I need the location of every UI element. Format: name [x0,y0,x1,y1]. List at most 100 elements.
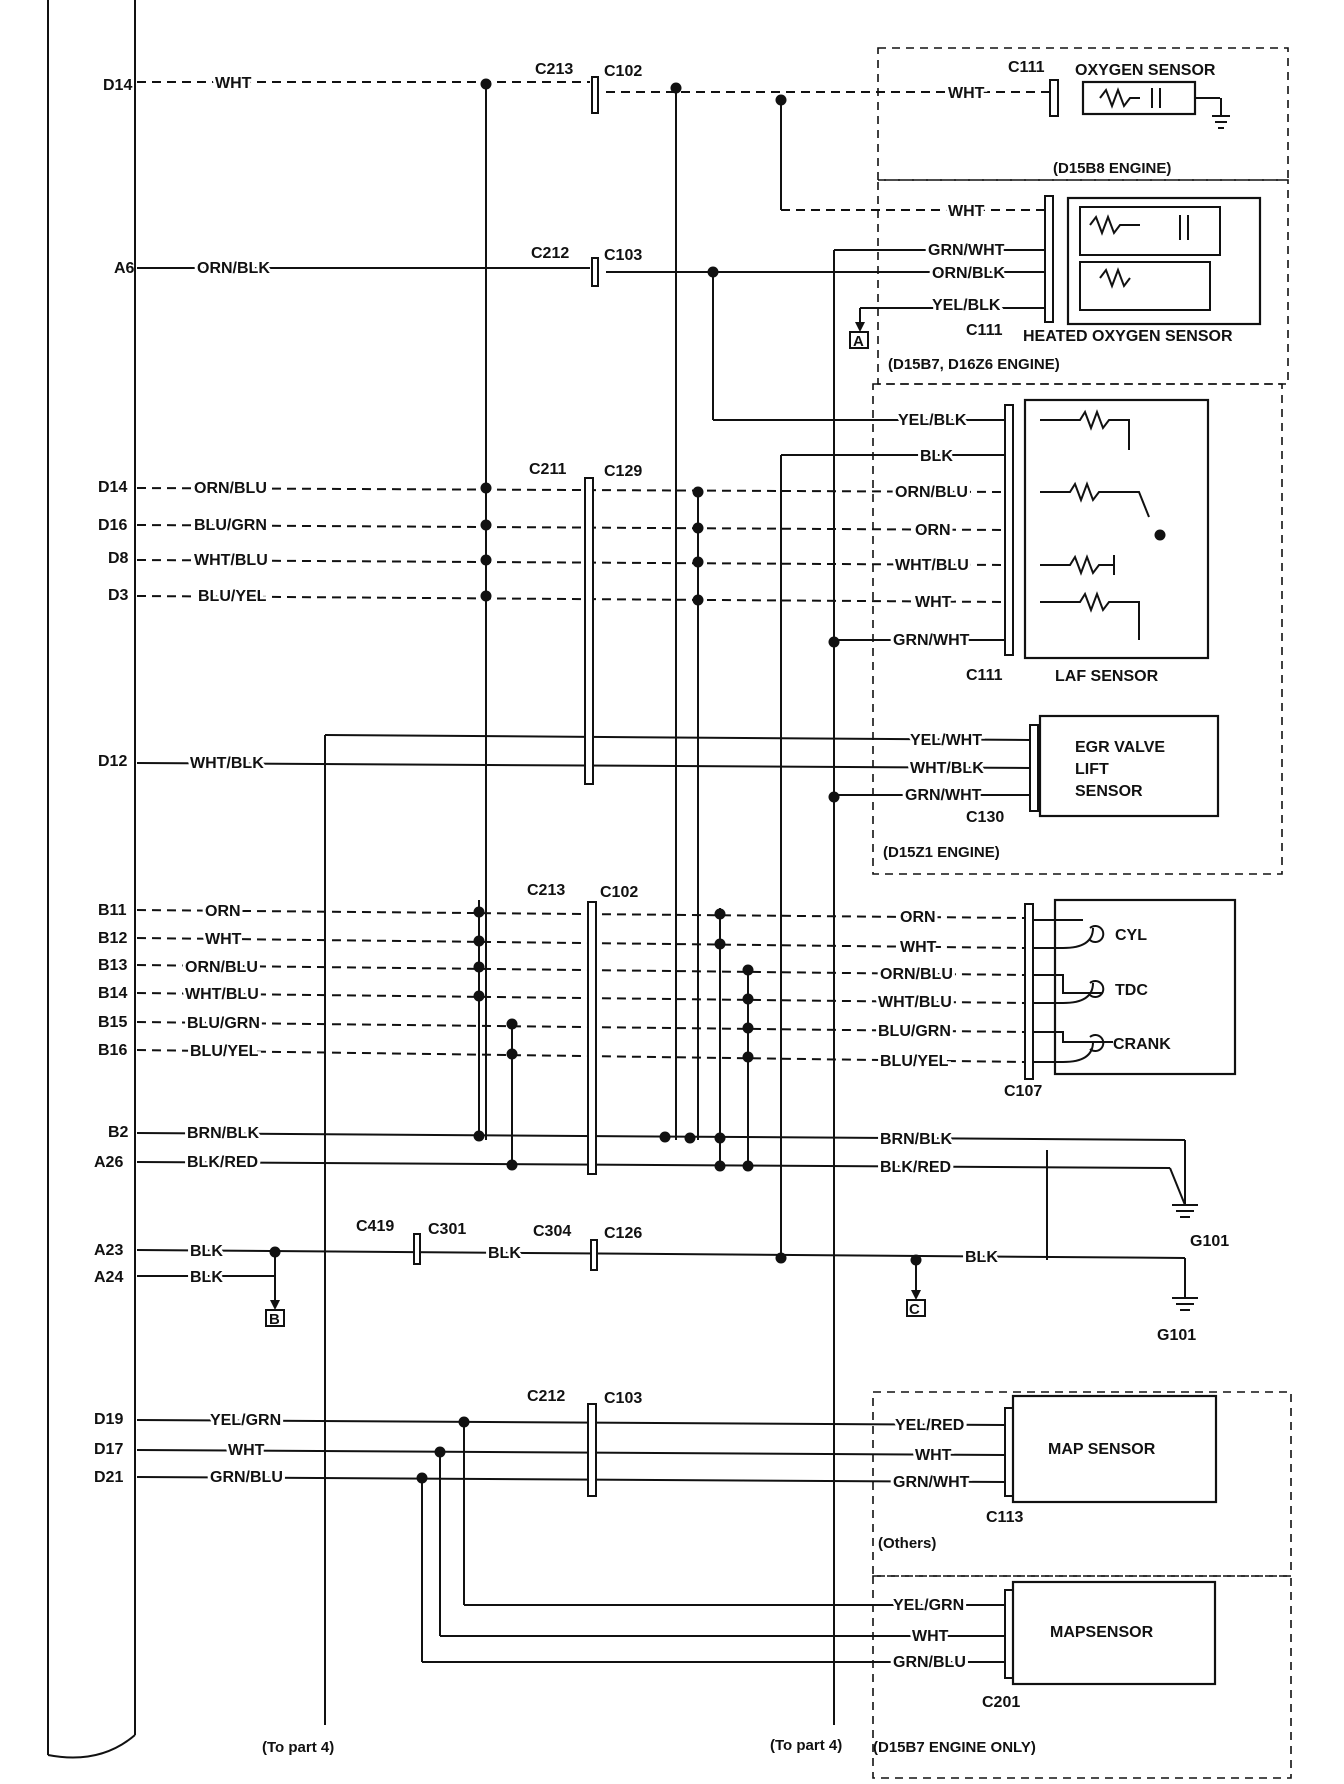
conn-c113: C113 [986,1509,1023,1526]
pin-d21: D21 [94,1469,123,1486]
wire-laf-orn: ORN [915,522,951,539]
heated-oxygen-sensor [1066,196,1262,326]
wire-o2-wht: WHT [948,85,985,102]
wire-laf-blk: BLK [920,448,953,465]
conn-c111-b: C111 [966,322,1003,339]
label-map-sensor: MAP SENSOR [1048,1441,1156,1458]
label-tdc: TDC [1115,982,1148,999]
label-laf-sensor: LAF SENSOR [1055,668,1159,685]
wire-cyl-blu-yel: BLU/YEL [880,1053,949,1070]
pin-d16: D16 [98,517,127,534]
ground-symbols [1172,1204,1198,1311]
label-oxygen-sensor: OXYGEN SENSOR [1075,62,1216,79]
wire-laf-orn-blu: ORN/BLU [895,484,968,501]
pin-d8: D8 [108,550,129,567]
pin-b11: B11 [98,902,127,919]
conn-c111-a: C111 [1008,59,1045,76]
wire-gnd-brn-blk: BRN/BLK [880,1131,952,1148]
wire-wht-top: WHT [215,75,252,92]
pin-b2: B2 [108,1124,129,1141]
wire-egr-wht-blk: WHT/BLK [910,760,984,777]
wire-orn: ORN [205,903,241,920]
pin-b12: B12 [98,930,127,947]
wire-map2-grn-blu: GRN/BLU [893,1654,966,1671]
wire-cyl-orn: ORN [900,909,936,926]
pin-b14: B14 [98,985,127,1002]
wire-egr-yel-wht: YEL/WHT [910,732,982,749]
conn-c126: C126 [604,1225,642,1242]
note-d15b7-d16z6: (D15B7, D16Z6 ENGINE) [888,356,1060,373]
wire-cyl-blu-grn: BLU/GRN [878,1023,951,1040]
wire-labels-left: WHT ORN/BLK ORN/BLU BLU/GRN WHT/BLU BLU/… [182,72,524,1489]
ecu-pin-labels: D14 A6 D14 D16 D8 D3 D12 B11 B12 B13 B14… [94,77,135,1486]
pin-a24: A24 [94,1269,123,1286]
wire-blu-grn-b: BLU/GRN [187,1015,260,1032]
wire-ho2-yel-blk: YEL/BLK [932,297,1001,314]
label-crank: CRANK [1113,1036,1171,1053]
wire-labels-right: WHT WHT GRN/WHT ORN/BLK YEL/BLK YEL/BLK … [875,82,1008,1674]
wire-brn-blk: BRN/BLK [187,1125,259,1142]
conn-c213-a: C213 [535,61,573,78]
label-egr-line1: EGR VALVE [1075,739,1165,756]
wire-laf-yel-blk: YEL/BLK [898,412,967,429]
wire-blk-mid: BLK [488,1245,521,1262]
engine-variant-boxes [872,47,1292,1779]
conn-c107: C107 [1004,1083,1042,1100]
ecu-body [47,0,136,1759]
to-part4-left: (To part 4) [262,1739,334,1756]
conn-c130: C130 [966,809,1004,826]
wire-blu-yel-b: BLU/YEL [190,1043,259,1060]
map-sensor-d15b7 [1011,1580,1217,1686]
wire-map-yel-red: YEL/RED [895,1417,964,1434]
wire-orn-blu: ORN/BLU [194,480,267,497]
pin-a23: A23 [94,1242,123,1259]
note-d15b7-only: (D15B7 ENGINE ONLY) [873,1739,1036,1756]
conn-c213-b: C213 [527,882,565,899]
wire-cyl-wht: WHT [900,939,937,956]
engine-notes: (D15B8 ENGINE) (D15B7, D16Z6 ENGINE) (D1… [873,160,1229,1756]
splice-dots [269,78,922,1484]
note-others: (Others) [878,1535,936,1552]
ref-c: C [909,1301,920,1318]
pin-d19: D19 [94,1411,123,1428]
cyl-tdc-crank-sensor [1033,898,1237,1076]
wire-egr-grn-wht: GRN/WHT [905,787,982,804]
label-egr-line2: LIFT [1075,761,1109,778]
wire-ho2-orn-blk: ORN/BLK [932,265,1005,282]
pin-d14: D14 [98,479,127,496]
wire-map-grn-wht: GRN/WHT [893,1474,970,1491]
oxygen-sensor [1081,80,1230,129]
wire-blk-a23: BLK [190,1243,223,1260]
component-labels: OXYGEN SENSOR HEATED OXYGEN SENSOR LAF S… [1023,62,1233,1641]
wire-orn-blu-b: ORN/BLU [185,959,258,976]
pin-d17: D17 [94,1441,123,1458]
wire-ho2-wht: WHT [948,203,985,220]
note-d15b8: (D15B8 ENGINE) [1053,160,1171,177]
pin-a26: A26 [94,1154,123,1171]
wire-gnd-blk-red: BLK/RED [880,1159,951,1176]
conn-c102-b: C102 [600,884,638,901]
wire-wht-d17: WHT [228,1442,265,1459]
wire-ho2-grn-wht: GRN/WHT [928,242,1005,259]
conn-c212-a: C212 [531,245,569,262]
offpage-refs: A B C (To part 4) (To part 4) [262,322,926,1756]
wire-laf-wht: WHT [915,594,952,611]
wire-blu-yel: BLU/YEL [198,588,267,605]
ground-g101-b: G101 [1157,1327,1196,1344]
pin-d3: D3 [108,587,129,604]
note-d15z1: (D15Z1 ENGINE) [883,844,1000,861]
conn-c129: C129 [604,463,642,480]
conn-c419: C419 [356,1218,394,1235]
pin-a6: A6 [114,260,135,277]
map-sensor-others [1011,1394,1218,1504]
pin-b16: B16 [98,1042,127,1059]
wire-yel-grn: YEL/GRN [210,1412,281,1429]
ground-g101-a: G101 [1190,1233,1229,1250]
pin-d12: D12 [98,753,127,770]
conn-c103-a: C103 [604,247,642,264]
conn-c304: C304 [533,1223,571,1240]
label-heated-oxygen-sensor: HEATED OXYGEN SENSOR [1023,328,1233,345]
to-part4-right: (To part 4) [770,1737,842,1754]
connector-labels: C213 C102 C111 C212 C103 C111 C211 C129 … [356,59,1045,1711]
